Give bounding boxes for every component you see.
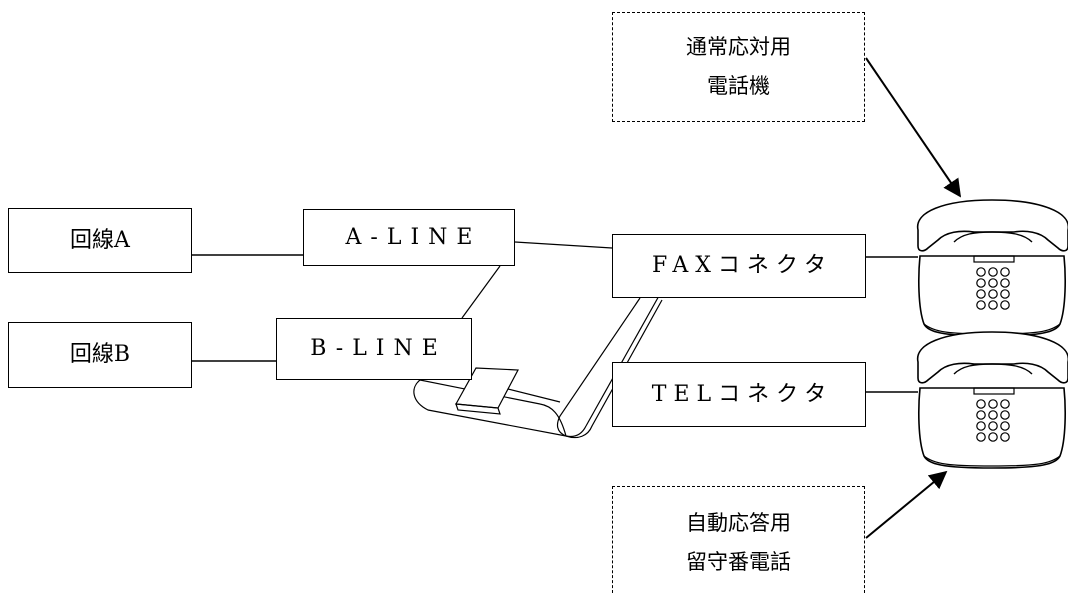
line-b-label: 回線B xyxy=(69,342,131,367)
normal-phone-note-line1: 通常応対用 xyxy=(686,35,791,60)
telephone-icon xyxy=(916,331,1068,469)
a-line-box: A-LINE xyxy=(303,209,515,266)
fax-connector-label: FAXコネクタ xyxy=(651,253,834,278)
cable-a-line-to-fax xyxy=(514,241,613,249)
arrow-to-top-phone xyxy=(865,57,962,198)
answering-machine-note-line1: 自動応答用 xyxy=(686,510,791,535)
normal-phone-note: 通常応対用 電話機 xyxy=(612,12,865,122)
tel-connector-box: TELコネクタ xyxy=(612,362,866,427)
line-a-box: 回線A xyxy=(8,208,192,273)
normal-phone-note-line2: 電話機 xyxy=(707,74,770,98)
arrow-to-bottom-phone xyxy=(865,470,948,539)
answering-machine-note: 自動応答用 留守番電話 xyxy=(612,486,865,594)
b-line-label: B-LINE xyxy=(310,336,447,361)
b-line-box: B-LINE xyxy=(276,318,472,380)
line-b-box: 回線B xyxy=(8,322,192,388)
fax-connector-box: FAXコネクタ xyxy=(612,234,866,298)
line-a-label: 回線A xyxy=(70,227,130,253)
a-line-label: A-LINE xyxy=(345,224,482,250)
tel-connector-label: TELコネクタ xyxy=(651,381,834,407)
telephone-icon xyxy=(916,199,1068,337)
answering-machine-note-line2: 留守番電話 xyxy=(686,549,791,574)
